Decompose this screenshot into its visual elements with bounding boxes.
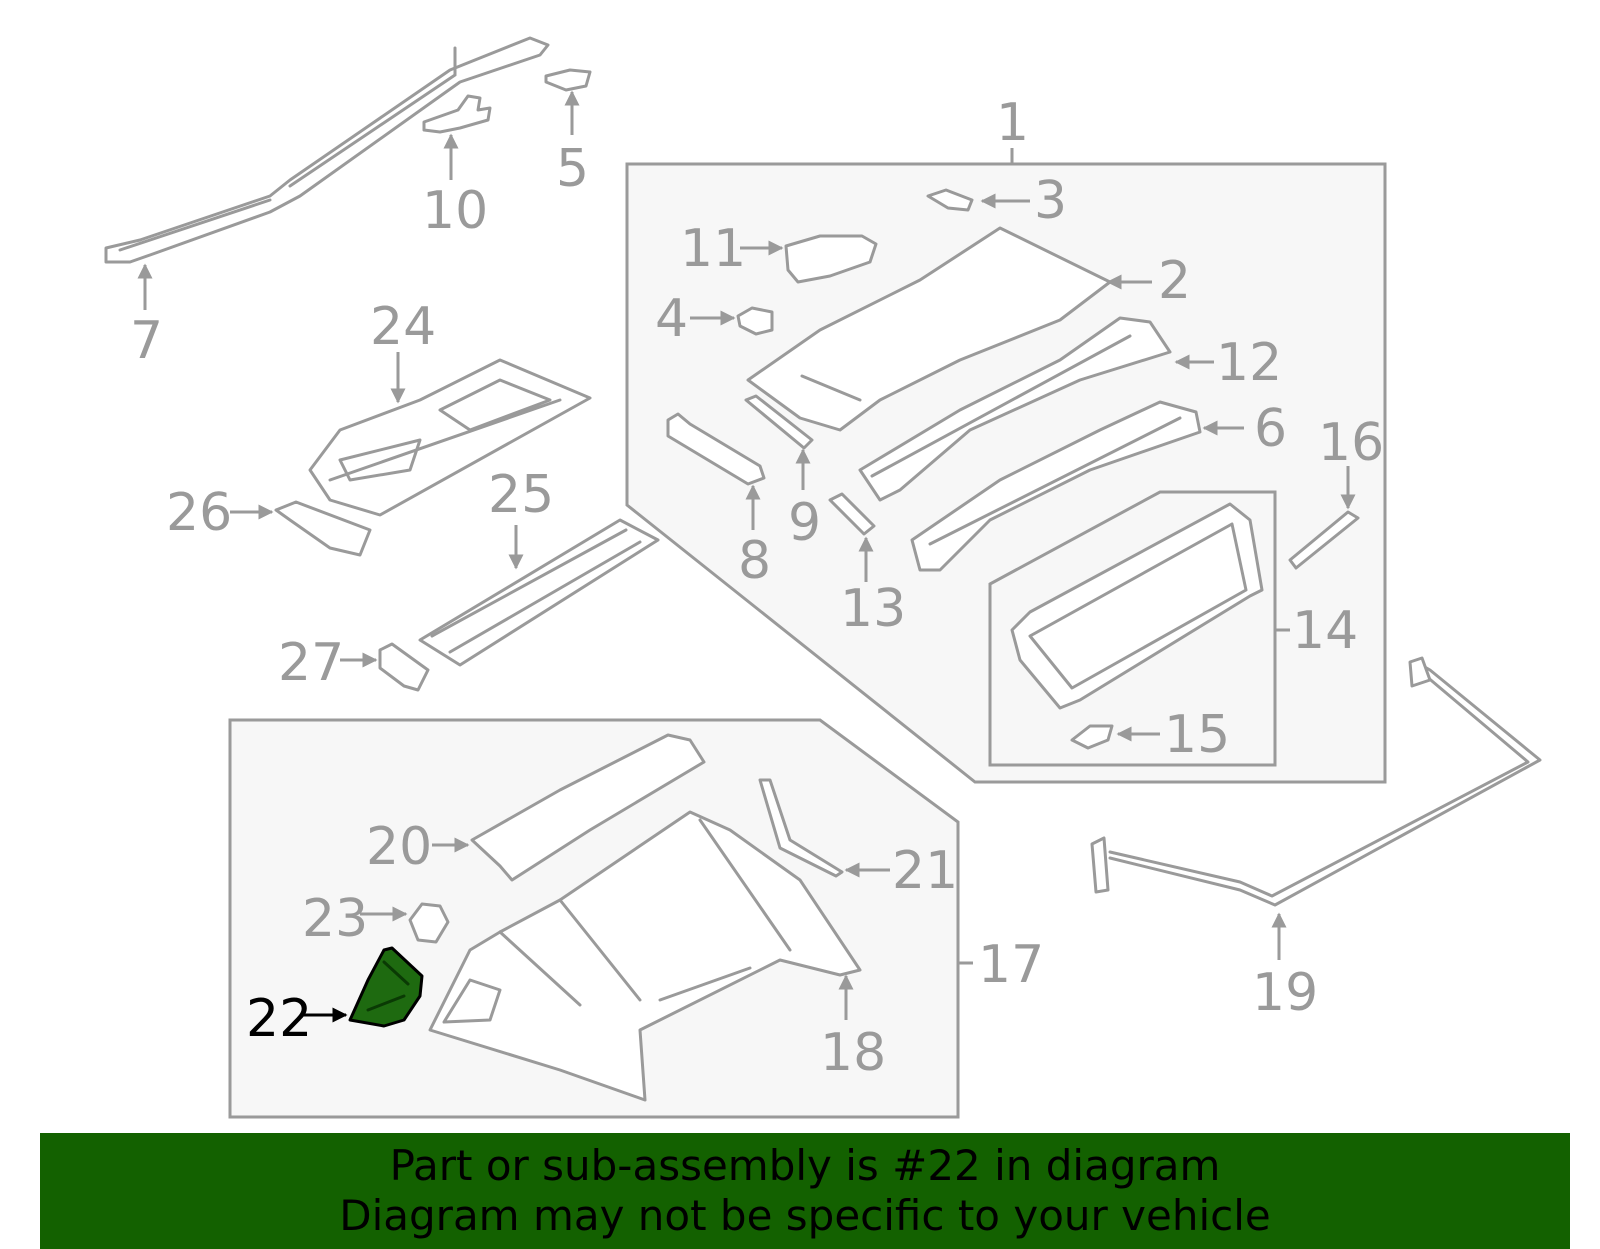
part-14-rear-window bbox=[1010, 502, 1264, 710]
part-2-roof-panel bbox=[746, 226, 1112, 432]
callout-8: 8 bbox=[738, 531, 771, 591]
callout-2: 2 bbox=[1158, 251, 1191, 311]
callout-5: 5 bbox=[556, 139, 589, 199]
part-8-bracket bbox=[666, 412, 766, 486]
callout-13: 13 bbox=[840, 579, 906, 639]
part-20-trim bbox=[470, 733, 706, 882]
part-23-clip bbox=[408, 902, 450, 944]
part-26-bracket bbox=[274, 500, 372, 557]
callout-9: 9 bbox=[788, 493, 821, 553]
banner-line-1: Part or sub-assembly is #22 in diagram bbox=[389, 1141, 1221, 1190]
callout-16: 16 bbox=[1318, 413, 1384, 473]
part-22-highlighted[interactable] bbox=[348, 946, 424, 1028]
part-5-clip bbox=[544, 68, 592, 92]
part-15-clip bbox=[1070, 724, 1114, 750]
callout-14: 14 bbox=[1292, 601, 1358, 661]
callout-1: 1 bbox=[996, 93, 1029, 153]
callout-3: 3 bbox=[1034, 171, 1067, 231]
callout-20: 20 bbox=[366, 817, 432, 877]
part-21-trim bbox=[758, 778, 844, 878]
part-4-clip bbox=[736, 306, 774, 336]
part-10-bracket bbox=[422, 94, 492, 134]
part-6-bow bbox=[910, 400, 1202, 572]
callout-12: 12 bbox=[1216, 333, 1282, 393]
part-12-frame bbox=[858, 316, 1172, 502]
part-13-clip bbox=[828, 492, 876, 536]
callout-18: 18 bbox=[820, 1023, 886, 1083]
banner-line-2: Diagram may not be specific to your vehi… bbox=[339, 1191, 1271, 1240]
callout-21: 21 bbox=[892, 841, 958, 901]
part-7-roof-rail bbox=[104, 36, 550, 264]
callout-26: 26 bbox=[166, 483, 232, 543]
callout-17: 17 bbox=[978, 935, 1044, 995]
callout-7: 7 bbox=[130, 311, 163, 371]
callout-27: 27 bbox=[278, 633, 344, 693]
part-18-rear-trim bbox=[428, 810, 862, 1102]
callout-10: 10 bbox=[422, 181, 488, 241]
part-11-latch bbox=[784, 234, 878, 284]
part-19-weatherstrip bbox=[1090, 656, 1542, 907]
part-27-bracket bbox=[378, 642, 430, 692]
callout-22: 22 bbox=[246, 989, 312, 1049]
callout-4: 4 bbox=[655, 289, 688, 349]
part-9-strip bbox=[744, 394, 814, 450]
callout-11: 11 bbox=[680, 219, 746, 279]
part-3-clip bbox=[926, 188, 974, 212]
part-24-rear-panel bbox=[308, 358, 592, 517]
callout-15: 15 bbox=[1164, 705, 1230, 765]
part-16-strip bbox=[1288, 510, 1360, 570]
info-banner: Part or sub-assembly is #22 in diagram D… bbox=[40, 1133, 1570, 1249]
callout-23: 23 bbox=[302, 889, 368, 949]
callout-19: 19 bbox=[1252, 963, 1318, 1023]
callout-25: 25 bbox=[488, 465, 554, 525]
callout-6: 6 bbox=[1254, 399, 1287, 459]
part-25-crossmember bbox=[418, 518, 660, 667]
callout-24: 24 bbox=[370, 297, 436, 357]
